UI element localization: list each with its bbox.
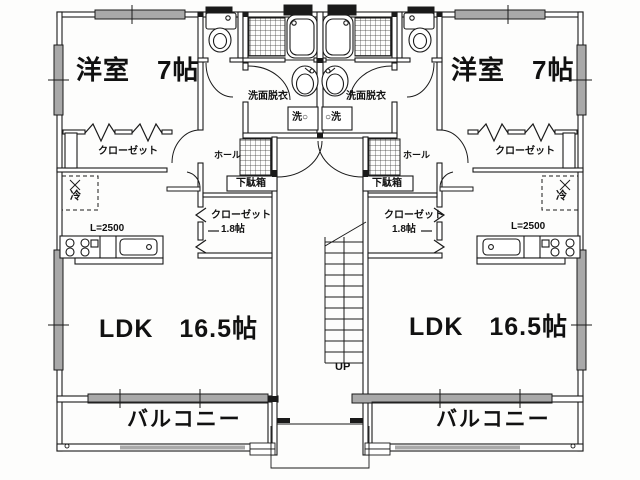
closet-fold-right-1 — [477, 122, 509, 143]
balcony-label-right: バルコニー — [436, 408, 551, 431]
toilet-right — [403, 12, 435, 53]
hall-label-left: ホール — [214, 150, 242, 160]
washroom-door-right — [349, 65, 393, 101]
washroom-label-left: 洗面脱衣 — [248, 91, 288, 102]
closet2-label-left-1: クローゼット — [211, 210, 271, 221]
bath-window-right — [327, 4, 357, 16]
bedroom-door-left — [171, 129, 201, 164]
washroom-label-right: 洗面脱衣 — [346, 91, 386, 102]
entry-door-right — [317, 140, 364, 178]
genkan-floor-right — [368, 138, 401, 176]
washroom-door-left — [247, 65, 291, 101]
window-ldk-left-side — [53, 249, 64, 371]
balcony-porch — [61, 401, 579, 469]
kitchen-length-label-right: L=2500 — [511, 221, 546, 232]
balcony-label-left: バルコニー — [127, 408, 242, 431]
fridge-space-right — [541, 175, 579, 211]
laundry-label-left: 洗○ — [292, 112, 309, 123]
bifold-right-1 — [433, 207, 446, 223]
bathtub-right — [322, 14, 354, 59]
toilet-door-left — [205, 62, 234, 98]
bifold-left-1 — [194, 207, 207, 223]
ldk-door-left — [166, 171, 201, 192]
shoebox-left — [226, 175, 278, 192]
washbasin-left — [291, 65, 319, 97]
sink-right — [482, 238, 521, 256]
balcony-floor-left — [61, 401, 269, 445]
closet2-label-right-1: クローゼット — [384, 210, 444, 221]
fridge-label-left: 冷 — [70, 190, 81, 202]
bifold-left-2 — [194, 239, 207, 254]
stairs-up-label: UP — [335, 361, 351, 373]
bedroom-label-right: 洋室 7帖 — [451, 55, 575, 85]
duct-right — [562, 132, 576, 169]
bathtub-left — [286, 14, 318, 59]
closet-label-right: クローゼット — [495, 146, 555, 157]
shoebox-label-left: 下駄箱 — [236, 178, 266, 189]
stair-break-line — [324, 221, 367, 247]
window-bedroom-left-top — [94, 9, 186, 20]
fridge-space-left — [61, 175, 99, 211]
rail-glass-right — [395, 445, 520, 450]
closet-fold-left-1 — [84, 122, 116, 143]
laundry-pan-left — [287, 106, 319, 131]
laundry-pan-right — [321, 106, 353, 131]
duct-left — [64, 132, 78, 169]
closet2-label-left-2: 1.8帖 — [221, 224, 245, 235]
ldk-label-right: LDK 16.5帖 — [409, 313, 569, 341]
fixtures — [59, 12, 581, 265]
washbasin-right — [321, 65, 349, 97]
window-bedroom-right-top — [454, 9, 546, 20]
ldk-door-right — [439, 171, 474, 192]
door-arcs — [166, 59, 474, 192]
bath-window-left — [283, 4, 313, 16]
kitchen-left — [59, 235, 164, 265]
bedroom-label-left: 洋室 7帖 — [76, 55, 200, 85]
laundry-label-right: ○洗 — [325, 112, 342, 123]
porch-outline — [270, 426, 370, 469]
bath-floor-right — [354, 17, 392, 57]
window-ticks — [48, 5, 592, 408]
entry-door-left — [276, 140, 323, 178]
toilet-left — [205, 12, 237, 53]
fridge-label-right: 冷 — [556, 190, 567, 202]
balcony-floor-right — [371, 401, 579, 445]
closet-fold-right-2 — [524, 122, 556, 143]
sink-left — [119, 238, 158, 256]
toilet-door-right — [406, 62, 435, 98]
bath-floor-left — [248, 17, 286, 57]
shoebox-right — [362, 175, 414, 192]
hall-label-right: ホール — [403, 150, 431, 160]
window-ldk-left-balcony — [87, 393, 269, 404]
window-ldk-right-side — [576, 249, 587, 371]
ldk-label-left: LDK 16.5帖 — [99, 315, 259, 343]
tile-floors — [239, 17, 401, 176]
shoebox-label-right: 下駄箱 — [372, 178, 402, 189]
genkan-floor-left — [239, 138, 272, 176]
window-ldk-right-balcony — [351, 393, 553, 404]
kitchen-right — [476, 235, 581, 265]
kitchen-length-label-left: L=2500 — [90, 223, 125, 234]
fridge-spaces — [61, 175, 579, 211]
closet-doors — [84, 122, 556, 254]
staircase — [324, 221, 367, 364]
closet-fold-left-2 — [131, 122, 163, 143]
bedroom-door-right — [439, 129, 469, 164]
closet2-label-right-2: 1.8帖 — [392, 224, 416, 235]
bifold-right-2 — [433, 239, 446, 254]
closet-label-left: クローゼット — [98, 146, 158, 157]
fridge-x-marks — [69, 179, 571, 191]
rail-glass-left — [120, 445, 245, 450]
